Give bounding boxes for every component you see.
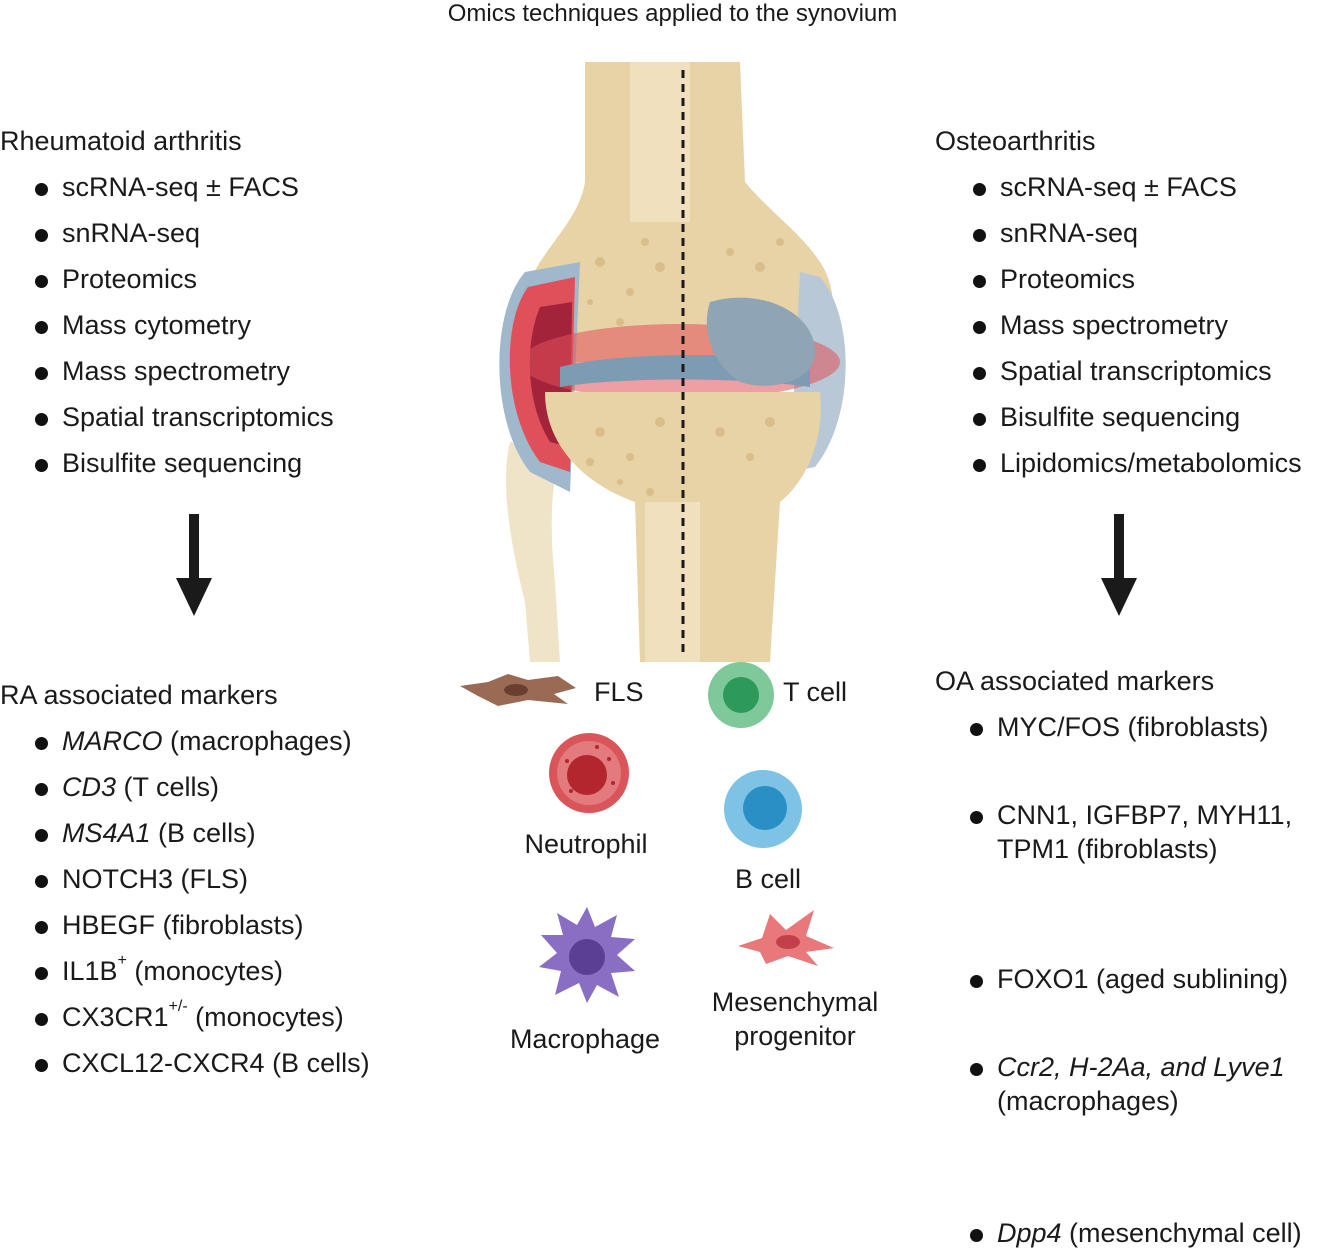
list-item: CNN1, IGFBP7, MYH11,TPM1 (fibroblasts) [970,800,1310,876]
bullet-icon [973,459,986,472]
fibula-bone [505,442,560,662]
bullet-icon [970,1063,983,1076]
neutrophil-label: Neutrophil [524,829,648,859]
list-item: Dpp4 (mesenchymal cell) [970,1218,1320,1258]
bullet-icon [970,1229,983,1242]
mesenchymal-label-line1: Mesenchymal [711,987,879,1017]
bullet-icon [973,229,986,242]
b-cell-icon [724,770,802,848]
macrophage-icon [539,907,635,1003]
bullet-icon [35,967,48,980]
ra-down-arrow-icon [176,514,212,616]
oa-patella [706,297,815,386]
b-cell-label: B cell [735,864,802,894]
t-cell-icon [708,662,774,728]
bullet-icon [973,413,986,426]
bullet-icon [35,367,48,380]
ra-markers-heading: RA associated markers [0,680,278,710]
bullet-icon [973,275,986,288]
bullet-icon [973,183,986,196]
bullet-icon [35,875,48,888]
list-item: FOXO1 (aged sublining) [970,964,1310,1004]
macrophage-label: Macrophage [509,1024,661,1054]
neutrophil-icon [549,733,629,813]
bullet-icon [973,367,986,380]
bullet-icon [970,723,983,736]
mesenchymal-progenitor-icon [738,910,834,966]
ra-heading: Rheumatoid arthritis [0,126,242,156]
list-item: MYC/FOS (fibroblasts) [970,712,1310,752]
fls-icon [460,674,576,706]
knee-joint-illustration [499,62,846,662]
trabecular-texture [586,238,784,496]
bullet-icon [35,413,48,426]
oa-markers-heading: OA associated markers [935,666,1215,696]
bullet-icon [35,829,48,842]
bullet-icon [35,183,48,196]
bullet-icon [35,1013,48,1026]
bullet-icon [35,321,48,334]
figure-title: Omics techniques applied to the synovium [447,0,898,27]
bullet-icon [970,811,983,824]
oa-heading: Osteoarthritis [935,126,1096,156]
bullet-icon [35,783,48,796]
fls-label: FLS [594,677,644,707]
bullet-icon [35,1059,48,1072]
bullet-icon [973,321,986,334]
oa-down-arrow-icon [1101,514,1137,616]
bullet-icon [35,459,48,472]
bullet-icon [35,921,48,934]
t-cell-label: T cell [783,677,848,707]
mesenchymal-label-line2: progenitor [734,1021,856,1051]
bullet-icon [35,737,48,750]
list-item: Ccr2, H-2Aa, and Lyve1(macrophages) [970,1052,1310,1128]
bullet-icon [970,975,983,988]
bullet-icon [35,229,48,242]
bullet-icon [35,275,48,288]
